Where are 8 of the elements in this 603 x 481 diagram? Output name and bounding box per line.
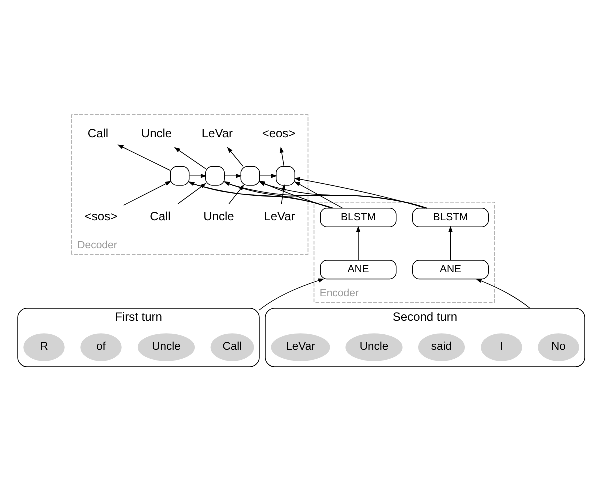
node-text: Uncle bbox=[204, 209, 234, 224]
node-text: <sos> bbox=[84, 209, 118, 224]
node-text: <eos> bbox=[262, 126, 296, 140]
node-text: Call bbox=[150, 209, 171, 224]
node-text: Uncle bbox=[141, 126, 172, 140]
node-text: Call bbox=[88, 126, 109, 140]
node-text: LeVar bbox=[202, 126, 234, 140]
node-text: LeVar bbox=[264, 209, 296, 224]
